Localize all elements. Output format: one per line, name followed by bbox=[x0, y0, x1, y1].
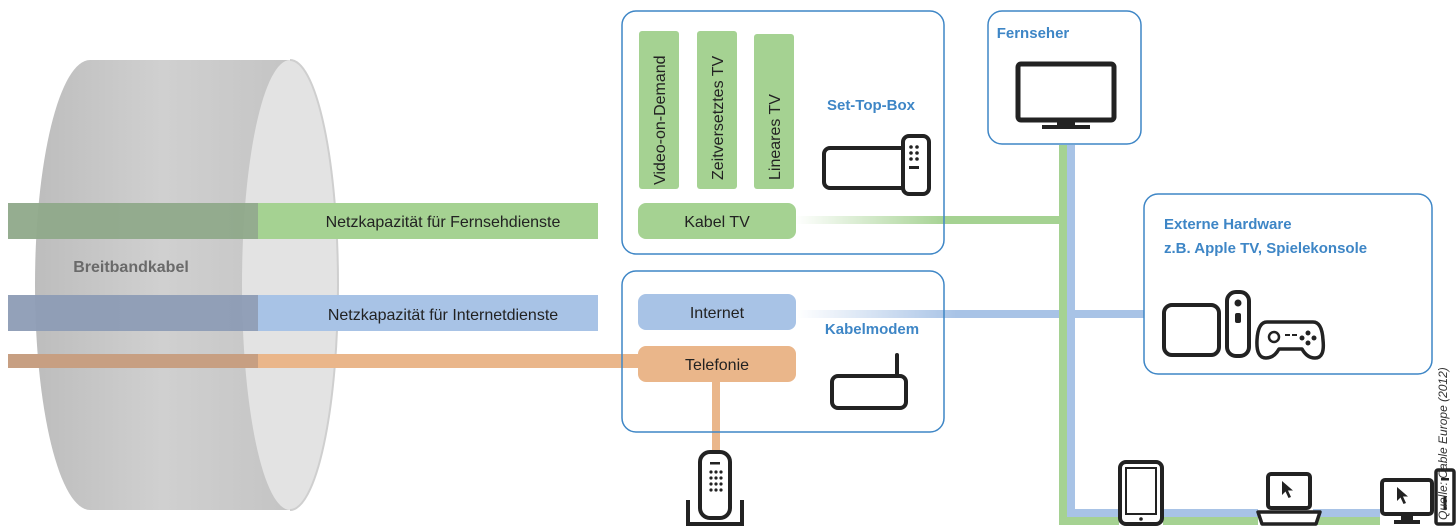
telefonie-pill bbox=[638, 346, 796, 382]
router-icon bbox=[830, 353, 908, 410]
remote-icon bbox=[909, 145, 919, 169]
service-label-timeshift: Zeitversetztes TV bbox=[710, 55, 727, 180]
service-label-linear: Lineares TV bbox=[767, 94, 784, 180]
kabel-tv-pill bbox=[638, 203, 796, 239]
internet-label: Internet bbox=[690, 305, 745, 322]
internet-band: Netzkapazität für Internetdienste bbox=[8, 295, 598, 331]
connection-lines bbox=[712, 145, 1380, 525]
television-title: Fernseher bbox=[997, 25, 1070, 42]
cordless-phone-icon bbox=[686, 450, 744, 526]
service-bar-timeshift bbox=[697, 31, 737, 189]
tv-band: Netzkapazität für Fernsehdienste bbox=[8, 203, 598, 239]
television-icon bbox=[1015, 61, 1117, 129]
external-title-line2: z.B. Apple TV, Spielekonsole bbox=[1164, 240, 1367, 257]
internet-pill bbox=[638, 294, 796, 330]
kabel-tv-label: Kabel TV bbox=[684, 214, 750, 231]
settop-box-icon bbox=[822, 134, 931, 196]
gamepad-icon bbox=[1255, 320, 1326, 360]
service-bar-linear bbox=[754, 34, 794, 189]
service-label-vod: Video-on-Demand bbox=[652, 55, 669, 185]
tablet-icon bbox=[1118, 460, 1164, 526]
service-bar-vod bbox=[639, 31, 679, 189]
source-note: Quelle: Cable Europe (2012) bbox=[1436, 367, 1450, 520]
telefonie-label: Telefonie bbox=[685, 357, 749, 374]
phone-band bbox=[8, 354, 638, 368]
external-hardware-panel: Externe Hardware z.B. Apple TV, Spieleko… bbox=[1143, 193, 1433, 375]
television-panel: Fernseher bbox=[987, 10, 1142, 145]
external-title-line1: Externe Hardware bbox=[1164, 216, 1292, 233]
tv-band-label: Netzkapazität für Fernsehdienste bbox=[326, 214, 561, 231]
desktop-computer-icon bbox=[1380, 468, 1456, 526]
laptop-icon bbox=[1256, 472, 1322, 526]
apple-tv-icon bbox=[1162, 290, 1251, 358]
settop-title: Set-Top-Box bbox=[827, 97, 916, 114]
internet-band-label: Netzkapazität für Internetdienste bbox=[328, 307, 558, 324]
modem-title: Kabelmodem bbox=[825, 321, 919, 338]
cable-label: Breitbandkabel bbox=[73, 259, 189, 276]
broadband-cable: Breitbandkabel bbox=[35, 59, 339, 511]
settop-box-panel: Video-on-Demand Zeitversetztes TV Linear… bbox=[621, 10, 945, 255]
cable-modem-panel: Internet Telefonie Kabelmodem bbox=[621, 270, 945, 433]
